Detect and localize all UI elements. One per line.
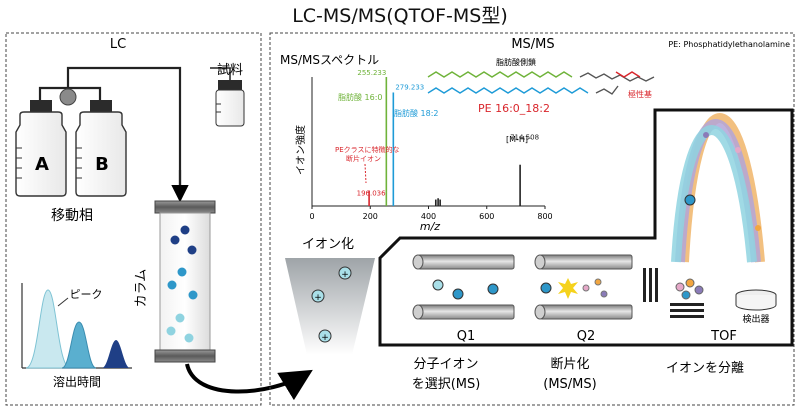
sample-label: 試料 <box>217 62 243 78</box>
peak-label: 255.233 <box>357 69 386 77</box>
peak-label: ピーク <box>70 288 103 301</box>
elution-time-label: 溶出時間 <box>53 374 101 389</box>
ms-panel <box>269 32 795 406</box>
peak-label: 714.508 <box>510 134 539 142</box>
peak-label: 196.036 <box>357 190 386 198</box>
ion-source-ions: + + + <box>311 266 352 343</box>
x-tick-label: 200 <box>363 212 378 221</box>
mixer-valve <box>59 88 77 106</box>
q1-label: Q1 <box>457 329 476 344</box>
detector-label: 検出器 <box>742 313 769 325</box>
tof-desc: イオンを分離 <box>666 361 744 376</box>
fatty-chain-label: 脂肪酸側鎖 <box>496 57 536 67</box>
q2-desc-1: 断片化 <box>550 357 589 372</box>
mh-label: [M-H]⁻ <box>506 135 532 144</box>
x-tick-label: 600 <box>479 212 494 221</box>
q2-desc-2: (MS/MS) <box>543 377 596 392</box>
analyzer-frame <box>378 108 794 347</box>
column-label: カラム <box>134 269 149 308</box>
peak-label: 279.233 <box>395 83 424 91</box>
pe-note: PE: Phosphatidylethanolamine <box>668 40 790 49</box>
page-title: LC-MS/MS(QTOF-MS型) <box>292 5 508 27</box>
q2-label: Q2 <box>577 329 596 344</box>
svg-text:+: + <box>314 293 322 303</box>
q2-collision-cell <box>534 254 633 320</box>
spectrum-title: MS/MSスペクトル <box>280 53 379 67</box>
lc-column <box>154 200 216 363</box>
polar-group-label: 極性基 <box>628 89 652 99</box>
lc-panel <box>5 32 262 406</box>
spectrum-ylabel: イオン強度 <box>294 125 307 175</box>
fa-182-label: 脂肪酸 18:2 <box>394 108 439 118</box>
q1-quadrupole <box>412 254 515 320</box>
tof-analyzer <box>643 113 777 318</box>
x-tick-label: 0 <box>309 212 314 221</box>
x-tick-label: 400 <box>421 212 436 221</box>
x-tick-label: 800 <box>537 212 552 221</box>
svg-text:+: + <box>321 333 329 343</box>
spectrum-xlabel: m/z <box>420 220 440 233</box>
chromatogram <box>21 283 132 369</box>
ms-label: MS/MS <box>511 37 554 52</box>
lc-tubing <box>38 66 231 200</box>
tof-label: TOF <box>710 329 737 344</box>
pe-marker-note-1: PEクラスに特徴的な <box>335 145 400 154</box>
transfer-arrow <box>185 363 313 401</box>
bottle-b <box>75 100 127 197</box>
svg-text:+: + <box>341 270 349 280</box>
bottle-a-label: A <box>35 154 49 175</box>
spectrum-ticks: 0 200 400 600 800 <box>309 206 553 221</box>
lc-label: LC <box>110 37 126 52</box>
mobile-phase-label: 移動相 <box>51 208 93 224</box>
ion-source-cone <box>285 258 375 355</box>
bottle-a <box>15 100 67 197</box>
pe-marker-arrow <box>364 163 367 184</box>
bottle-b-label: B <box>95 154 109 175</box>
ion-source-label: イオン化 <box>302 237 354 252</box>
q1-desc-2: を選択(MS) <box>412 377 481 392</box>
pe-marker-note-2: 断片イオン <box>346 154 381 163</box>
pe-structure <box>427 71 655 95</box>
sample-vial <box>215 80 245 127</box>
pe-name: PE 16:0_18:2 <box>478 102 550 115</box>
spectrum-peaks: 196.036 255.233 279.233 714.508 <box>357 69 539 206</box>
fa-160-label: 脂肪酸 16:0 <box>338 92 383 102</box>
q1-desc-1: 分子イオン <box>413 357 478 372</box>
